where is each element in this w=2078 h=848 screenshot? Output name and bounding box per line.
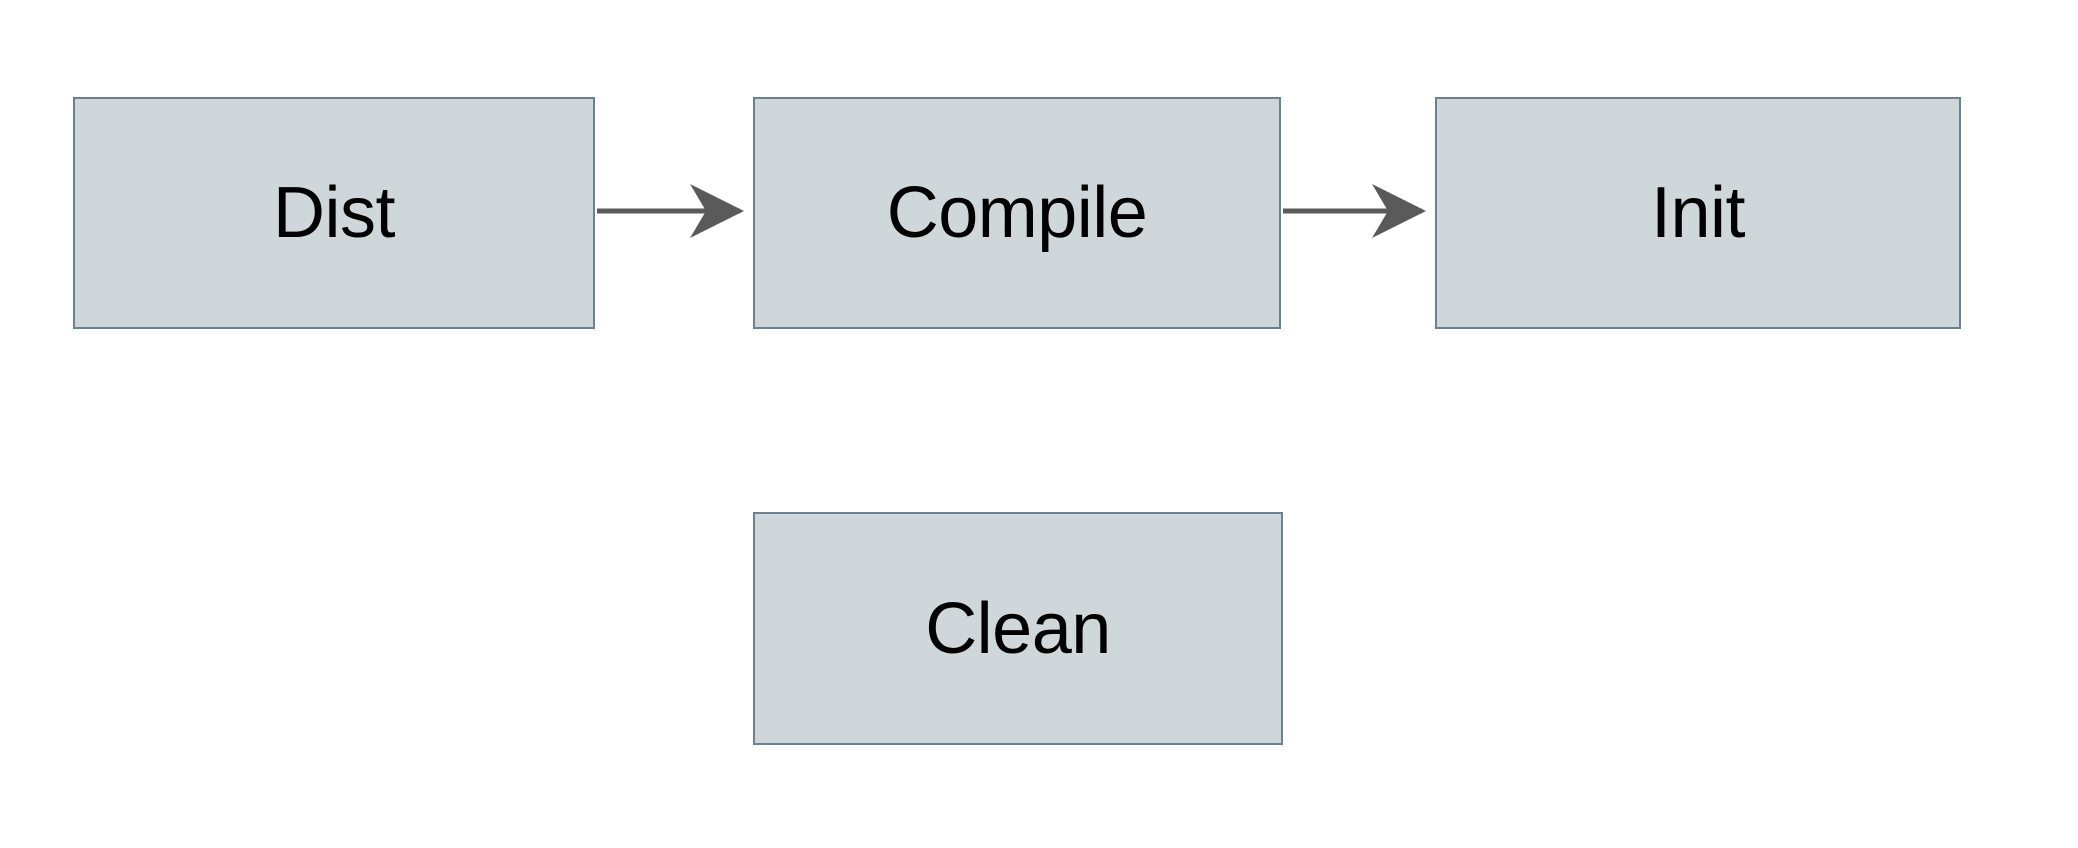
node-init-label: Init (1650, 173, 1746, 253)
node-clean[interactable]: Clean (753, 512, 1283, 745)
node-dist[interactable]: Dist (73, 97, 595, 329)
node-init[interactable]: Init (1435, 97, 1961, 329)
node-compile[interactable]: Compile (753, 97, 1281, 329)
node-dist-label: Dist (273, 173, 396, 253)
node-clean-label: Clean (925, 588, 1111, 669)
node-compile-label: Compile (886, 173, 1148, 253)
